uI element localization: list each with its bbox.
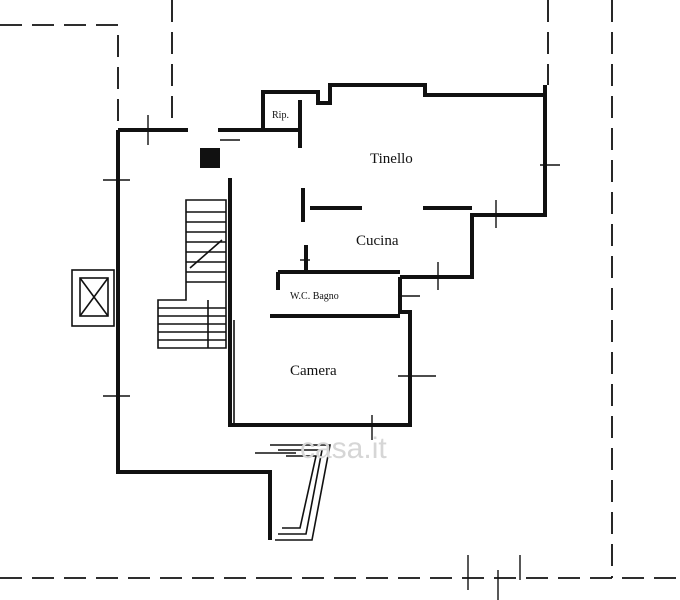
exterior-walls bbox=[116, 83, 547, 540]
room-label-wc: W.C. Bagno bbox=[290, 291, 339, 302]
room-label-cucina: Cucina bbox=[356, 233, 399, 249]
opening-ticks bbox=[103, 115, 560, 600]
room-label-camera: Camera bbox=[290, 363, 337, 379]
watermark: casa.it bbox=[300, 432, 387, 465]
staircase bbox=[157, 199, 227, 349]
entrance-ramp bbox=[255, 444, 331, 541]
property-boundary-lines bbox=[0, 0, 680, 579]
room-label-tinello: Tinello bbox=[370, 151, 413, 167]
shaft-symbol bbox=[71, 269, 115, 327]
interior-walls bbox=[233, 100, 472, 425]
meter-symbol bbox=[200, 139, 240, 168]
room-label-ripostiglio: Rip. bbox=[272, 110, 289, 121]
